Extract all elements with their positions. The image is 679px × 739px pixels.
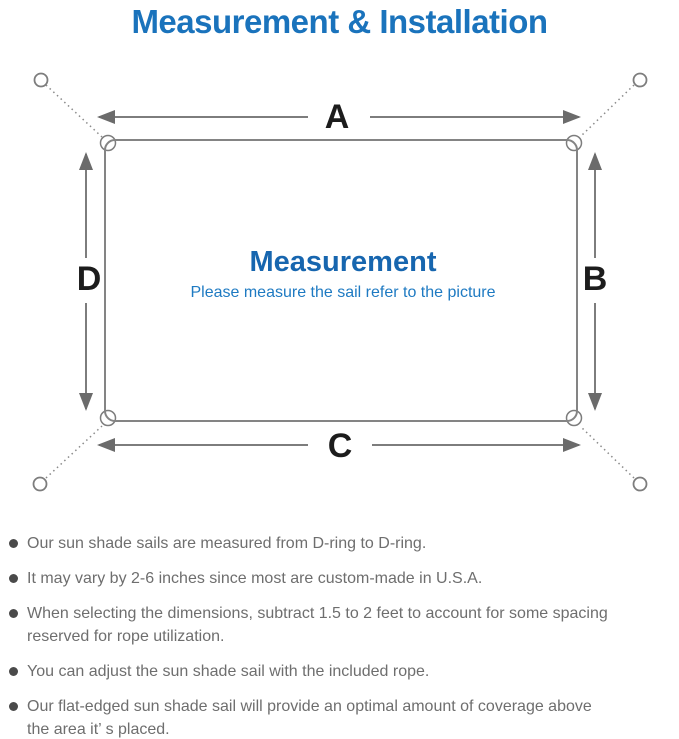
bullet-icon	[9, 539, 18, 548]
diagram-subtext: Please measure the sail refer to the pic…	[190, 284, 495, 301]
dimension-label-c: C	[328, 427, 353, 465]
note-text: You can adjust the sun shade sail with t…	[27, 660, 429, 683]
notes-list: Our sun shade sails are measured from D-…	[0, 532, 679, 739]
ring-icon-top-left	[33, 72, 49, 88]
ring-icon-bottom-left	[32, 476, 48, 492]
anchor-line-bottom-left	[45, 425, 103, 479]
dimension-label-d: D	[77, 260, 102, 298]
note-line: reserved for rope utilization.	[27, 628, 225, 645]
note-line: Our flat-edged sun shade sail will provi…	[27, 698, 592, 715]
bullet-icon	[9, 609, 18, 618]
note-line: When selecting the dimensions, subtract …	[27, 605, 608, 622]
corner-dring-bumps	[99, 134, 583, 427]
anchor-line-top-left	[45, 84, 103, 138]
list-item: When selecting the dimensions, subtract …	[9, 602, 679, 648]
measurement-diagram: A C D B Measurement Please measure the s…	[32, 72, 648, 492]
note-line: the area it’ s placed.	[27, 721, 170, 738]
ring-icon-bottom-right	[632, 476, 648, 492]
note-line: Our sun shade sails are measured from D-…	[27, 535, 427, 552]
dimension-label-b: B	[583, 260, 608, 298]
bullet-icon	[9, 574, 18, 583]
ring-icon-top-right	[632, 72, 648, 88]
bullet-icon	[9, 702, 18, 711]
mounting-rings	[32, 72, 648, 492]
note-text: Our flat-edged sun shade sail will provi…	[27, 695, 592, 739]
note-line: It may vary by 2-6 inches since most are…	[27, 570, 483, 587]
anchor-line-bottom-right	[579, 425, 635, 479]
note-text: Our sun shade sails are measured from D-…	[27, 532, 426, 555]
anchor-line-top-right	[579, 84, 635, 138]
sail-outline	[104, 139, 578, 422]
note-text: When selecting the dimensions, subtract …	[27, 602, 608, 648]
dimension-label-a: A	[325, 98, 350, 136]
diagram-heading: Measurement	[250, 246, 437, 278]
list-item: It may vary by 2-6 inches since most are…	[9, 567, 679, 590]
page-title: Measurement & Installation	[131, 3, 548, 40]
note-text: It may vary by 2-6 inches since most are…	[27, 567, 482, 590]
bullet-icon	[9, 667, 18, 676]
list-item: Our flat-edged sun shade sail will provi…	[9, 695, 679, 739]
note-line: You can adjust the sun shade sail with t…	[27, 663, 430, 680]
anchor-lines	[45, 84, 635, 479]
list-item: You can adjust the sun shade sail with t…	[9, 660, 679, 683]
list-item: Our sun shade sails are measured from D-…	[9, 532, 679, 555]
